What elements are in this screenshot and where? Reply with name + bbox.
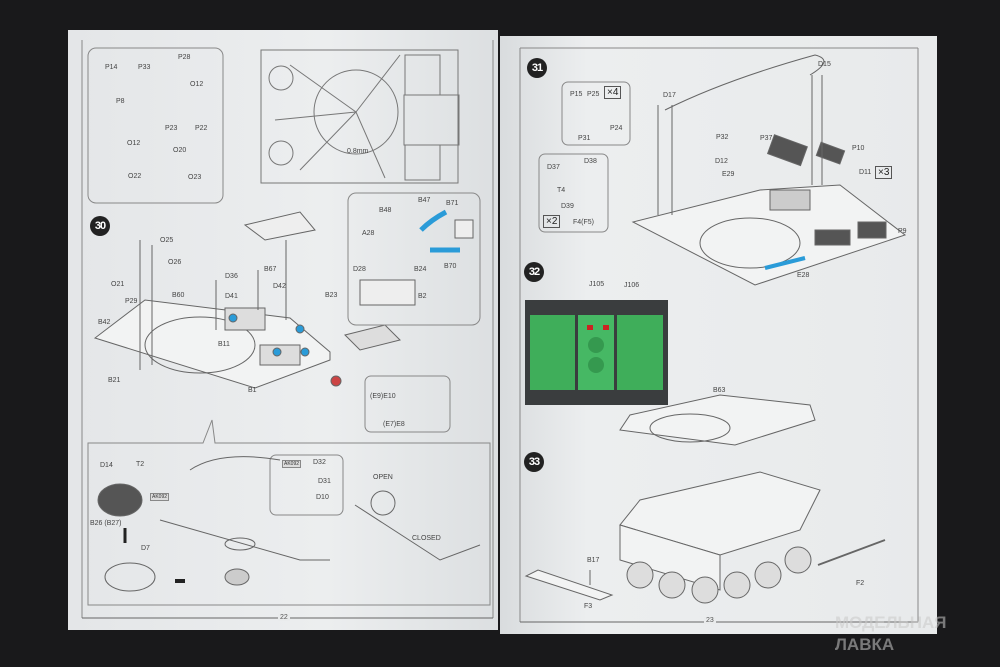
- part-label: P24: [610, 125, 623, 132]
- step-number: 32: [524, 262, 544, 282]
- watermark-line: МОДЕЛЬНАЯ: [835, 613, 947, 632]
- part-label: D42: [273, 283, 286, 290]
- part-label: D15: [818, 61, 831, 68]
- part-label: O22: [128, 173, 142, 180]
- part-label: P8: [116, 98, 125, 105]
- part-label: P10: [852, 145, 865, 152]
- part-label: F4(F5): [573, 219, 594, 226]
- part-label: P23: [165, 125, 178, 132]
- hull-plate-diagram: [260, 49, 460, 184]
- paint-tag: AK092: [150, 493, 170, 501]
- part-label: T4: [557, 187, 566, 194]
- part-label: D36: [225, 273, 238, 280]
- part-label: D28: [353, 266, 366, 273]
- part-label: P37: [760, 135, 773, 142]
- part-label: P15: [570, 91, 583, 98]
- part-label: B48: [379, 207, 392, 214]
- part-label: D38: [584, 158, 597, 165]
- part-label: B11: [218, 341, 230, 348]
- part-label: D41: [225, 293, 238, 300]
- step31-hull-drawing: [631, 54, 907, 286]
- part-label: B1: [248, 387, 257, 394]
- part-label: B23: [325, 292, 338, 299]
- part-label: O12: [190, 81, 204, 88]
- part-label: B24: [414, 266, 427, 273]
- part-label: D17: [663, 92, 676, 99]
- part-label: F3: [584, 603, 593, 610]
- quantity-badge: ×2: [543, 215, 561, 228]
- part-label: B67: [264, 266, 277, 273]
- step-number: 31: [527, 58, 547, 78]
- part-label: D7: [141, 545, 150, 552]
- part-label: B60: [172, 292, 185, 299]
- part-label: P28: [178, 54, 191, 61]
- quantity-badge: ×4: [604, 86, 622, 99]
- part-label: D31: [318, 478, 331, 485]
- part-label: P33: [138, 64, 151, 71]
- part-label: D32: [313, 459, 326, 466]
- part-label: A28: [362, 230, 375, 237]
- part-label: D12: [715, 158, 728, 165]
- part-label: O12: [127, 140, 141, 147]
- part-label: B2: [418, 293, 427, 300]
- part-label: P22: [195, 125, 208, 132]
- part-label: P29: [125, 298, 138, 305]
- part-label: O20: [173, 147, 187, 154]
- watermark-line: ЛАВКА: [835, 635, 895, 654]
- page-number: 23: [704, 617, 716, 624]
- part-label: B17: [587, 557, 600, 564]
- part-label: B26 (B27): [90, 520, 122, 527]
- part-label: P32: [716, 134, 729, 141]
- drill-size-note: 0.8mm: [347, 148, 369, 155]
- part-label: D14: [100, 462, 113, 469]
- part-label: (E7)E8: [383, 421, 405, 428]
- part-label: D11: [859, 169, 872, 176]
- part-label: D39: [561, 203, 574, 210]
- part-label: O21: [111, 281, 125, 288]
- part-label: D10: [316, 494, 329, 501]
- part-label: B71: [446, 200, 459, 207]
- step-number: 30: [90, 216, 110, 236]
- part-label: O25: [160, 237, 174, 244]
- part-label: J106: [624, 282, 640, 289]
- step-number: 33: [524, 452, 544, 472]
- part-label: P25: [587, 91, 600, 98]
- part-label: J105: [589, 281, 605, 288]
- part-label: P31: [578, 135, 591, 142]
- watermark: МОДЕЛЬНАЯ ЛАВКА: [835, 612, 947, 656]
- part-label: E29: [722, 171, 735, 178]
- inset-parts: [97, 209, 481, 592]
- part-label: B21: [108, 377, 121, 384]
- step32-green-render: [525, 300, 668, 405]
- open-label: OPEN: [373, 474, 393, 481]
- step33-hull-drawing: [524, 394, 886, 604]
- part-label: B47: [418, 197, 431, 204]
- part-label: O23: [188, 174, 202, 181]
- part-label: (E9)E10: [370, 393, 396, 400]
- part-label: B63: [713, 387, 726, 394]
- part-label: T2: [136, 461, 145, 468]
- part-label: E28: [797, 272, 810, 279]
- quantity-badge: ×3: [875, 166, 893, 179]
- part-label: F2: [856, 580, 865, 587]
- part-label: P14: [105, 64, 118, 71]
- part-label: B42: [98, 319, 111, 326]
- closed-label: CLOSED: [412, 535, 441, 542]
- page-number: 22: [278, 614, 290, 621]
- part-label: P9: [898, 228, 907, 235]
- part-label: D37: [547, 164, 560, 171]
- hull-floor-drawing: [93, 211, 401, 389]
- part-label: O26: [168, 259, 182, 266]
- paint-tag: AK092: [282, 460, 302, 468]
- part-label: B70: [444, 263, 457, 270]
